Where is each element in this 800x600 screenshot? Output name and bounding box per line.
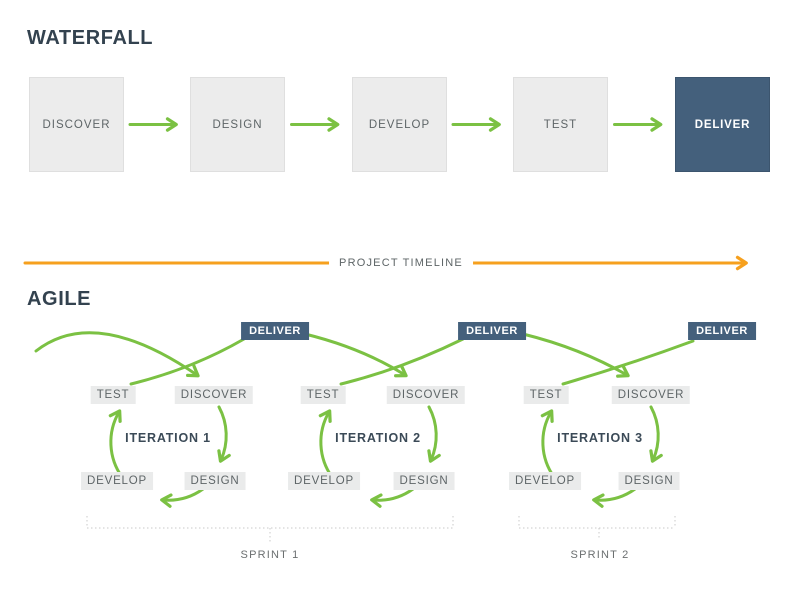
- curve-deliver2-to-discover3: [521, 332, 630, 378]
- iteration-1-label: ITERATION 1: [125, 431, 211, 445]
- sprint-1-bracket: [86, 516, 454, 542]
- iteration-2-step-discover: DISCOVER: [386, 386, 466, 404]
- curve-test3-to-deliver3: [561, 339, 695, 386]
- iteration-1-arc-develop-test: [108, 409, 124, 479]
- iteration-2-arc-develop-test: [318, 409, 334, 479]
- iteration-2-step-test: TEST: [300, 386, 346, 404]
- iteration-1-step-discover: DISCOVER: [174, 386, 254, 404]
- waterfall-stage-develop-label: DEVELOP: [368, 118, 431, 131]
- iteration-3-step-develop: DEVELOP: [509, 472, 581, 490]
- iteration-3-step-discover: DISCOVER: [611, 386, 691, 404]
- iteration-2-arc-design-develop: [370, 487, 415, 508]
- sprint-2-label: SPRINT 2: [570, 549, 630, 561]
- iteration-2-label: ITERATION 2: [335, 431, 421, 445]
- iteration-2-step-develop: DEVELOP: [288, 472, 360, 490]
- iteration-1-step-test: TEST: [90, 386, 136, 404]
- curve-test2-to-deliver2: [339, 337, 465, 386]
- curve-deliver1-to-discover2: [303, 332, 408, 378]
- waterfall-stage-deliver: DELIVER: [675, 77, 770, 172]
- curve-into-discover-1: [34, 331, 200, 378]
- iteration-3-step-test: TEST: [523, 386, 569, 404]
- iteration-3-arc-develop-test: [540, 409, 556, 479]
- curve-test1-to-deliver1: [129, 337, 246, 386]
- waterfall-stage-test: TEST: [513, 77, 608, 172]
- waterfall-stage-test-label: TEST: [543, 118, 578, 131]
- waterfall-title: WATERFALL: [27, 27, 154, 49]
- iteration-3-arc-design-develop: [592, 487, 637, 508]
- deliver-badge-2: DELIVER: [458, 322, 526, 340]
- deliver-badge-1: DELIVER: [241, 322, 309, 340]
- waterfall-stage-discover: DISCOVER: [29, 77, 124, 172]
- iteration-3-arc-discover-design: [649, 405, 663, 463]
- iteration-2-arc-discover-design: [427, 405, 441, 463]
- agile-title: AGILE: [27, 288, 92, 310]
- waterfall-stage-design: DESIGN: [190, 77, 285, 172]
- sprint-2-bracket: [518, 516, 676, 540]
- waterfall-stage-deliver-label: DELIVER: [694, 118, 751, 131]
- waterfall-stage-develop: DEVELOP: [352, 77, 447, 172]
- iteration-3-step-design: DESIGN: [618, 472, 680, 490]
- iteration-1-step-develop: DEVELOP: [81, 472, 153, 490]
- waterfall-stage-discover-label: DISCOVER: [42, 118, 111, 131]
- iteration-1-arc-design-develop: [160, 487, 205, 508]
- project-timeline-label: PROJECT TIMELINE: [329, 257, 473, 269]
- iteration-1-step-design: DESIGN: [184, 472, 246, 490]
- sprint-1-label: SPRINT 1: [240, 549, 300, 561]
- deliver-badge-3: DELIVER: [688, 322, 756, 340]
- iteration-3-label: ITERATION 3: [557, 431, 643, 445]
- iteration-1-arc-discover-design: [217, 405, 231, 463]
- waterfall-stage-design-label: DESIGN: [212, 118, 263, 131]
- iteration-2-step-design: DESIGN: [393, 472, 455, 490]
